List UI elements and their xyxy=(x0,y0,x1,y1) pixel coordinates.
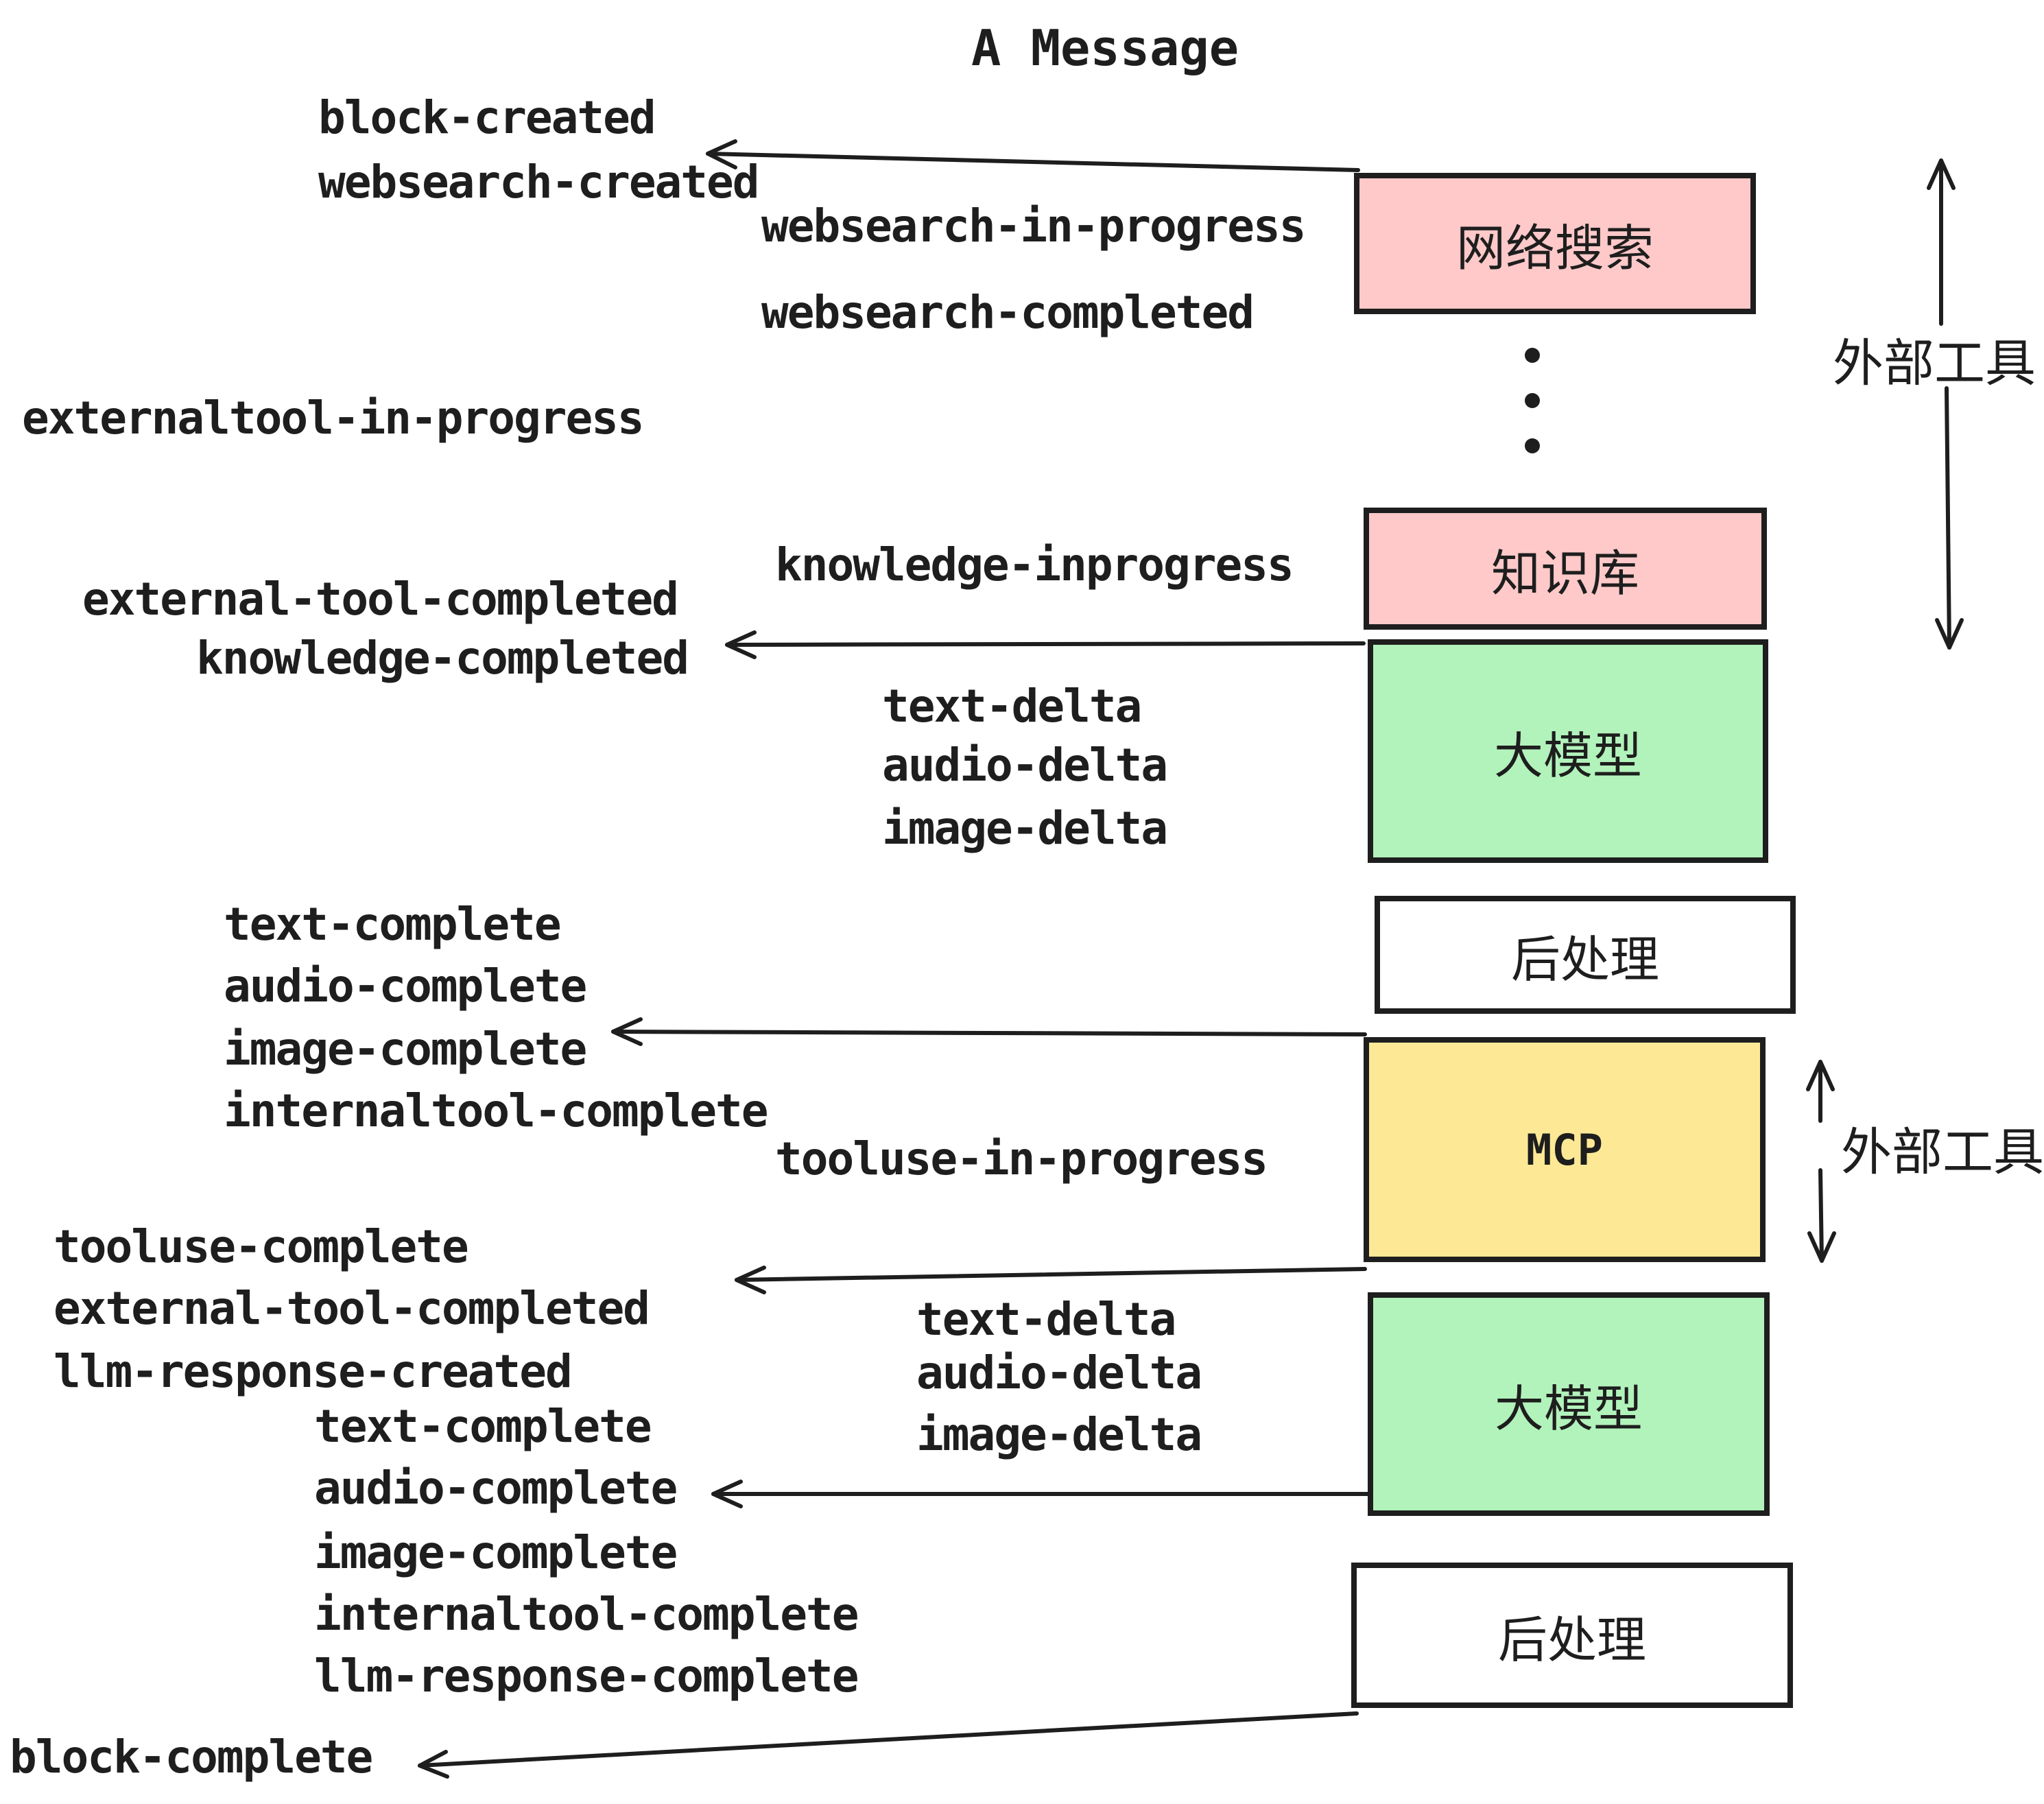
arrow-postprocess2-to-block-complete xyxy=(418,1711,1359,1779)
event-label-block-complete: block-complete xyxy=(10,1731,373,1783)
arrow-mcp-to-tooluse-events xyxy=(735,1266,1367,1294)
event-label-knowledge-completed: knowledge-completed xyxy=(196,632,689,685)
box-post-process-2: 后处理 xyxy=(1351,1563,1793,1708)
event-label-audio-delta-1: audio-delta xyxy=(882,739,1168,792)
event-label-llm-response-complete: llm-response-complete xyxy=(314,1650,859,1702)
event-label-audio-delta-2: audio-delta xyxy=(916,1346,1202,1399)
event-label-image-complete-2: image-complete xyxy=(314,1526,678,1579)
box-post-process-1: 后处理 xyxy=(1375,896,1796,1014)
event-label-external-tool-completed: external-tool-completed xyxy=(82,573,679,626)
event-label-block-created: block-created xyxy=(318,91,656,144)
event-label-image-delta-2: image-delta xyxy=(916,1408,1202,1461)
event-label-text-delta-1: text-delta xyxy=(882,680,1142,733)
arrow-llm2-to-complete-events xyxy=(711,1480,1370,1508)
side-label-external-tools-1: 外部工具 xyxy=(1833,335,2036,392)
event-label-externaltool-in-progress: externaltool-in-progress xyxy=(22,392,645,444)
vertical-ellipsis-dots xyxy=(1525,348,1540,453)
arrow-websearch-to-created-events xyxy=(706,139,1360,172)
event-label-image-complete-1: image-complete xyxy=(224,1023,587,1076)
side-label-external-tools-2: 外部工具 xyxy=(1841,1124,2044,1180)
event-label-tooluse-in-progress: tooluse-in-progress xyxy=(775,1132,1268,1185)
event-label-text-complete-2: text-complete xyxy=(314,1400,652,1453)
external-tools-updown-arrow-2 xyxy=(1806,1060,1836,1263)
box-llm-2: 大模型 xyxy=(1368,1292,1770,1516)
box-llm-1: 大模型 xyxy=(1368,639,1768,863)
event-label-tooluse-complete: tooluse-complete xyxy=(54,1220,469,1273)
event-label-text-delta-2: text-delta xyxy=(916,1293,1176,1346)
event-label-audio-complete-2: audio-complete xyxy=(314,1462,678,1515)
arrow-knowledge-to-completed-events xyxy=(725,630,1366,659)
box-knowledge-base: 知识库 xyxy=(1364,508,1767,630)
event-label-image-delta-1: image-delta xyxy=(882,802,1168,855)
diagram-title: A Message xyxy=(971,19,1239,77)
box-web-search: 网络搜索 xyxy=(1354,173,1756,314)
event-label-external-tool-completed-2: external-tool-completed xyxy=(54,1282,650,1335)
arrow-postprocess-to-complete-events xyxy=(611,1017,1367,1046)
event-label-websearch-in-progress: websearch-in-progress xyxy=(761,200,1306,252)
event-label-internaltool-complete-1: internaltool-complete xyxy=(224,1084,768,1137)
event-label-internaltool-complete-2: internaltool-complete xyxy=(314,1588,859,1641)
event-label-audio-complete-1: audio-complete xyxy=(224,960,587,1012)
event-label-text-complete-1: text-complete xyxy=(224,898,562,951)
box-mcp: MCP xyxy=(1364,1037,1766,1262)
external-tools-updown-arrow-1 xyxy=(1927,158,1964,650)
event-label-knowledge-inprogress: knowledge-inprogress xyxy=(775,538,1294,591)
event-label-websearch-completed: websearch-completed xyxy=(761,286,1255,339)
event-label-llm-response-created: llm-response-created xyxy=(54,1345,573,1398)
event-label-websearch-created: websearch-created xyxy=(318,156,760,209)
